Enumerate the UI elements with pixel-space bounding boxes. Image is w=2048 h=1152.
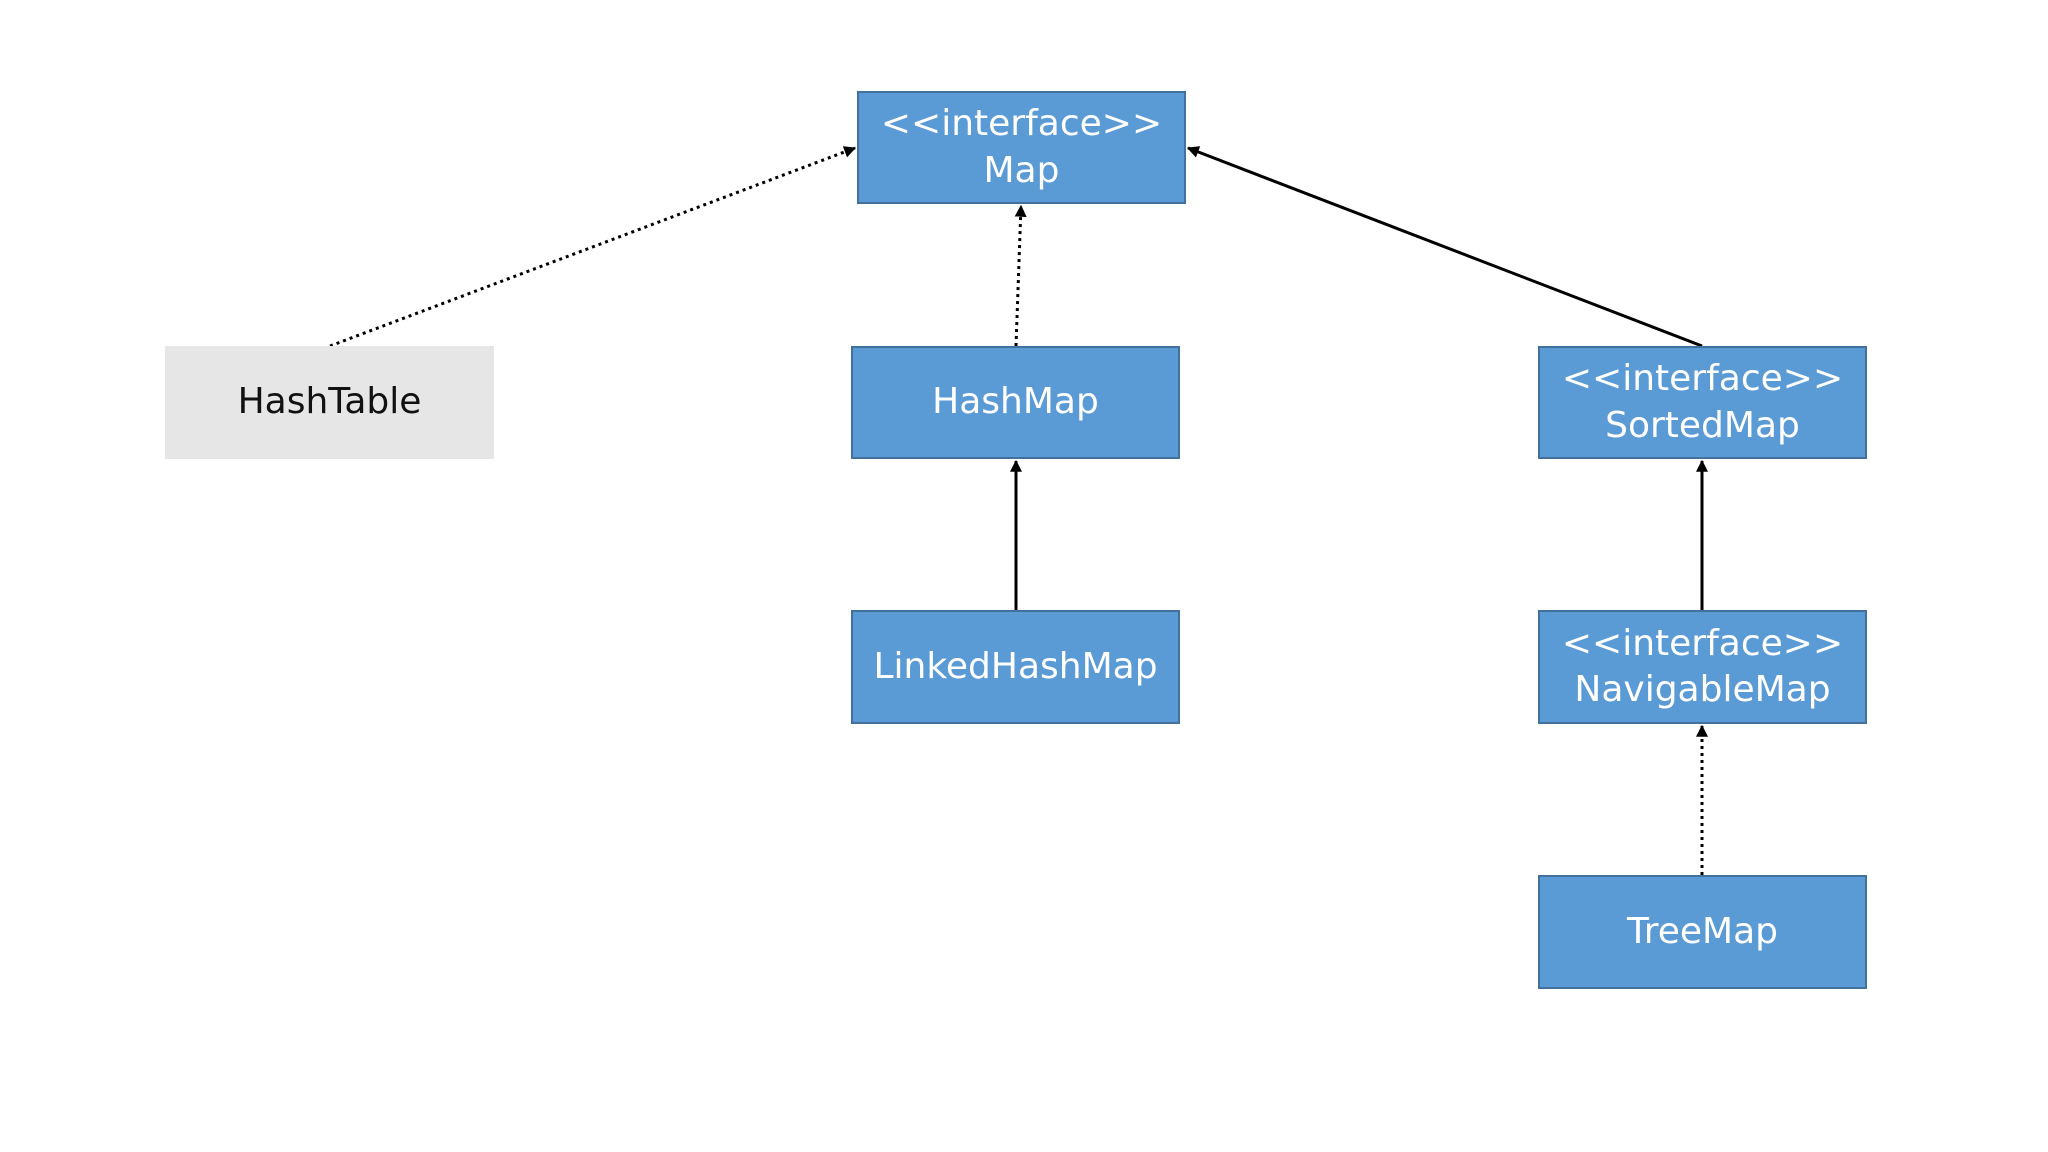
linkedhashmap-class-node: LinkedHashMap — [851, 610, 1180, 724]
map-interface-node: <<interface>> Map — [857, 91, 1186, 204]
edge-sortedmap-to-map — [1186, 146, 1703, 348]
edge-hashtable-to-map — [329, 146, 857, 348]
hashmap-class-node: HashMap — [851, 346, 1180, 459]
sortedmap-stereotype: <<interface>> — [1561, 358, 1844, 400]
treemap-class-node: TreeMap — [1538, 875, 1867, 989]
navigablemap-interface-node: <<interface>> NavigableMap — [1538, 610, 1867, 724]
hashmap-name: HashMap — [932, 381, 1099, 423]
linkedhashmap-name: LinkedHashMap — [873, 645, 1158, 687]
navigablemap-stereotype: <<interface>> — [1561, 622, 1844, 664]
edge-hashmap-to-map — [1014, 204, 1027, 347]
treemap-name: TreeMap — [1627, 910, 1778, 952]
hashtable-class-node: HashTable — [165, 346, 494, 459]
hashtable-name: HashTable — [237, 381, 422, 423]
sortedmap-interface-node: <<interface>> SortedMap — [1538, 346, 1867, 459]
map-stereotype: <<interface>> — [880, 103, 1163, 145]
map-name: Map — [983, 149, 1060, 191]
sortedmap-name: SortedMap — [1605, 404, 1800, 446]
navigablemap-name: NavigableMap — [1574, 669, 1831, 710]
